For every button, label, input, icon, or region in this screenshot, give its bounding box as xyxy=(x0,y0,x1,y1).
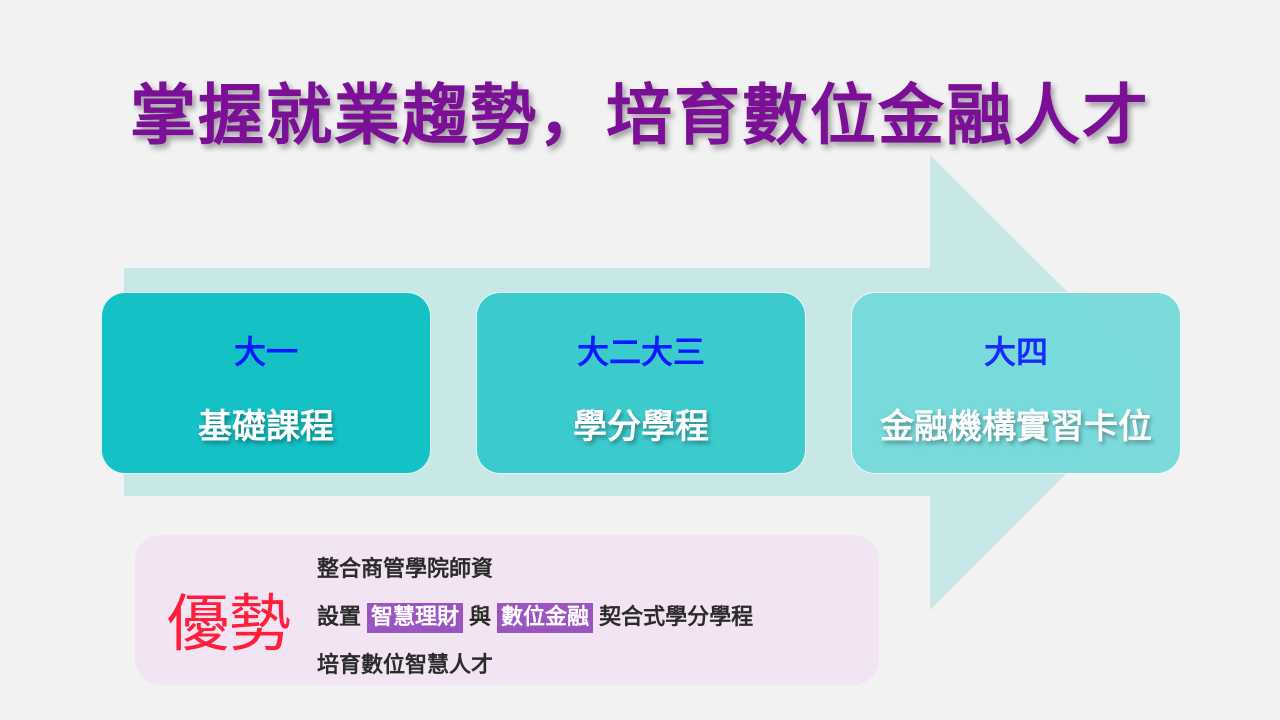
stage-card-senior: 大四 金融機構實習卡位 xyxy=(851,292,1181,474)
advantages-heading: 優勢 xyxy=(167,587,292,660)
stage-year: 大四 xyxy=(983,333,1048,371)
line-prefix: 設置 xyxy=(317,605,362,630)
highlight-digital-finance: 數位金融 xyxy=(497,603,594,633)
stage-label: 基礎課程 xyxy=(198,407,334,447)
stage-year: 大一 xyxy=(233,333,298,371)
stage-card-sophomore-junior: 大二大三 學分學程 xyxy=(476,292,806,474)
advantage-line-programs: 設置智慧理財與數位金融契合式學分學程 xyxy=(317,599,753,633)
stage-label: 金融機構實習卡位 xyxy=(880,407,1152,447)
line-suffix: 契合式學分學程 xyxy=(599,605,754,630)
stage-card-freshman: 大一 基礎課程 xyxy=(101,292,431,474)
stage-year: 大二大三 xyxy=(576,333,705,371)
advantages-panel: 優勢 整合商管學院師資 設置智慧理財與數位金融契合式學分學程 培育數位智慧人才 xyxy=(135,535,879,685)
advantage-line-faculty: 整合商管學院師資 xyxy=(317,557,494,582)
stage-label: 學分學程 xyxy=(573,407,709,447)
page-title: 掌握就業趨勢，培育數位金融人才 xyxy=(130,77,1150,154)
highlight-smart-wealth: 智慧理財 xyxy=(367,603,464,633)
line-middle: 與 xyxy=(469,605,492,630)
advantage-line-talent: 培育數位智慧人才 xyxy=(317,653,494,678)
